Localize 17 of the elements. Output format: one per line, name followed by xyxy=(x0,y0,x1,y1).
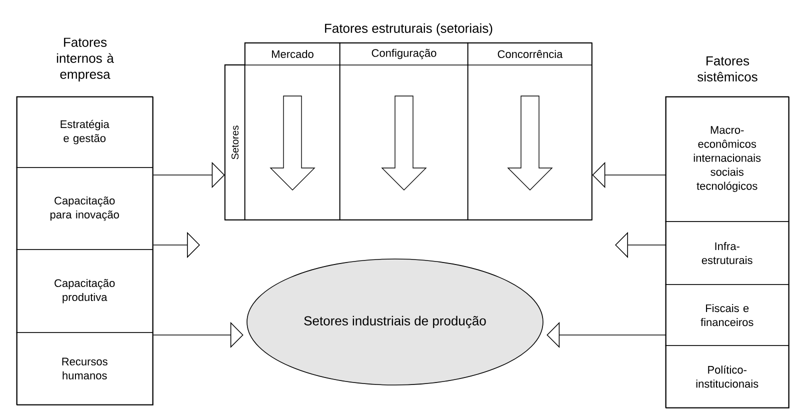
factor-cell: Recursos humanos xyxy=(16,332,153,405)
factor-cell: Infra-estruturais xyxy=(665,221,789,285)
factor-cell: Capacitação para inovação xyxy=(16,167,153,250)
table-column: Mercado xyxy=(244,42,340,220)
table-heading: Fatores estruturais (setoriais) xyxy=(325,23,492,36)
factor-cell: Macro-econômicos internacionais sociais tecnológicos xyxy=(665,96,789,222)
group-heading: Fatores internos à empresa xyxy=(56,38,114,82)
group-heading: Fatores sistêmicos xyxy=(698,56,758,82)
factor-cell: Capacitação produtiva xyxy=(16,249,153,333)
factor-cell: Político-institucionais xyxy=(665,345,789,408)
factor-group-box xyxy=(666,96,790,408)
table-column: Configuração xyxy=(339,42,468,220)
factor-cell: Fiscais e financeiros xyxy=(665,284,789,346)
row-header: Setores xyxy=(224,64,246,220)
table-column: Concorrência xyxy=(467,42,592,220)
factor-group-box xyxy=(16,96,154,406)
factor-cell: Estratégia e gestão xyxy=(16,96,153,168)
